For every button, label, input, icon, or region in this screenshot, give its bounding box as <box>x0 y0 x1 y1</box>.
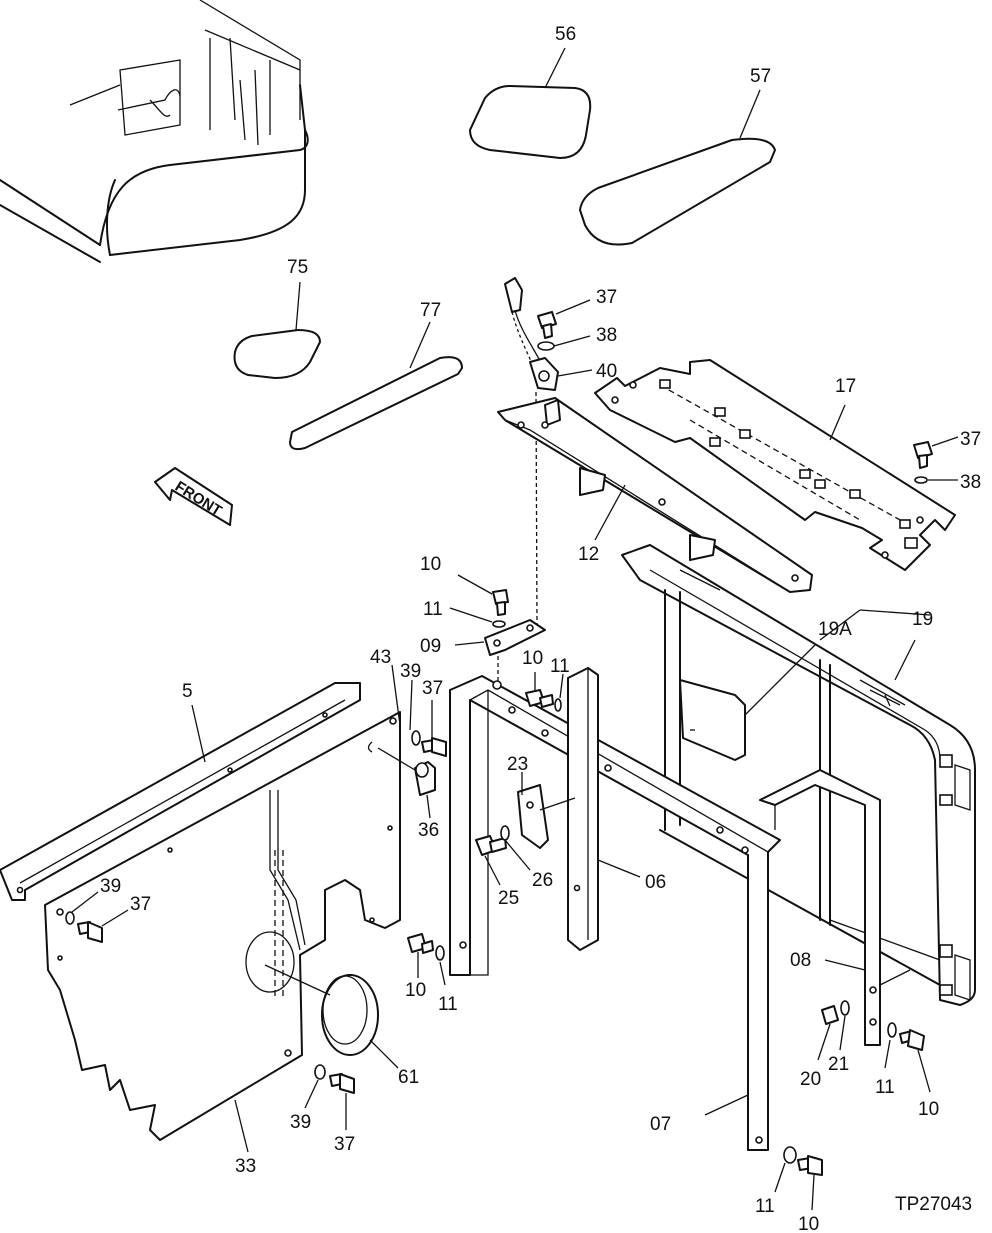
bolt-37-panel-bottom <box>304 1064 355 1130</box>
label-23: 23 <box>507 754 528 775</box>
label-20: 20 <box>800 1069 821 1090</box>
label-07: 07 <box>650 1114 671 1135</box>
panel-33 <box>44 711 401 1153</box>
part-labels: 56 57 75 77 37 38 40 17 37 38 12 10 11 0… <box>100 24 981 1233</box>
label-09: 09 <box>420 636 441 657</box>
cap-61 <box>264 964 399 1069</box>
label-21: 21 <box>828 1054 849 1075</box>
decal-77 <box>289 321 463 451</box>
label-17: 17 <box>835 376 856 397</box>
bracket-12 <box>497 397 813 593</box>
drawing-reference: TP27043 <box>895 1194 972 1215</box>
washer-38-top <box>537 335 591 351</box>
label-56: 56 <box>555 24 576 45</box>
bolt-10-mid <box>525 672 564 712</box>
label-11-left: 11 <box>438 994 458 1015</box>
label-06: 06 <box>645 872 666 893</box>
spacer-36 <box>367 741 436 819</box>
plate-17 <box>594 359 956 571</box>
label-33: 33 <box>235 1156 256 1177</box>
label-40: 40 <box>596 361 617 382</box>
label-25: 25 <box>498 888 519 909</box>
label-19a: 19A <box>818 619 852 640</box>
bolt-10-bottom <box>774 1146 823 1211</box>
label-10-left: 10 <box>405 980 426 1001</box>
decal-56 <box>469 47 592 159</box>
label-37-top: 37 <box>596 287 617 308</box>
bolt-37-top <box>537 299 591 339</box>
label-19: 19 <box>912 609 933 630</box>
bolt-10-lower-left <box>407 933 446 986</box>
label-26: 26 <box>532 870 553 891</box>
label-43: 43 <box>370 647 391 668</box>
label-10-right: 10 <box>918 1099 939 1120</box>
front-direction-tag <box>154 467 233 526</box>
label-5: 5 <box>182 681 193 702</box>
bracket-09 <box>449 574 546 682</box>
bolt-37-panel-left <box>65 891 129 943</box>
label-38-right: 38 <box>960 472 981 493</box>
label-75: 75 <box>287 257 308 278</box>
bracket-08 <box>759 769 911 1046</box>
label-77: 77 <box>420 300 441 321</box>
label-10-mid: 10 <box>522 648 543 669</box>
label-10-bottom: 10 <box>798 1214 819 1233</box>
cover-19 <box>621 544 976 1006</box>
nut-20-washer-21 <box>817 1000 850 1061</box>
label-11-bottom: 11 <box>755 1196 775 1217</box>
label-12: 12 <box>578 544 599 565</box>
label-11-mid: 11 <box>550 656 570 677</box>
label-10-top: 10 <box>420 554 441 575</box>
label-37-panel: 37 <box>422 678 443 699</box>
label-39-bottom: 39 <box>290 1112 311 1133</box>
panel-5 <box>0 682 361 901</box>
label-37-bottom: 37 <box>334 1134 355 1155</box>
decal-75 <box>233 281 321 379</box>
lock-chain-assembly <box>504 277 559 391</box>
label-36: 36 <box>418 820 439 841</box>
label-57: 57 <box>750 66 771 87</box>
label-11-top: 11 <box>423 599 443 620</box>
bolt-10-right <box>884 1022 931 1093</box>
bolt-37-panel-top <box>391 664 447 757</box>
label-37-left: 37 <box>130 894 151 915</box>
label-37-right: 37 <box>960 429 981 450</box>
label-38-top: 38 <box>596 325 617 346</box>
bolt-37-right <box>913 436 959 484</box>
frame-06 <box>449 667 781 1151</box>
label-11-right: 11 <box>875 1077 895 1098</box>
label-08: 08 <box>790 950 811 971</box>
decal-57 <box>579 89 776 246</box>
latch-23 <box>475 772 576 886</box>
label-39-top: 39 <box>400 661 421 682</box>
label-61: 61 <box>398 1067 419 1088</box>
label-39-left: 39 <box>100 876 121 897</box>
machine-body <box>0 0 309 263</box>
